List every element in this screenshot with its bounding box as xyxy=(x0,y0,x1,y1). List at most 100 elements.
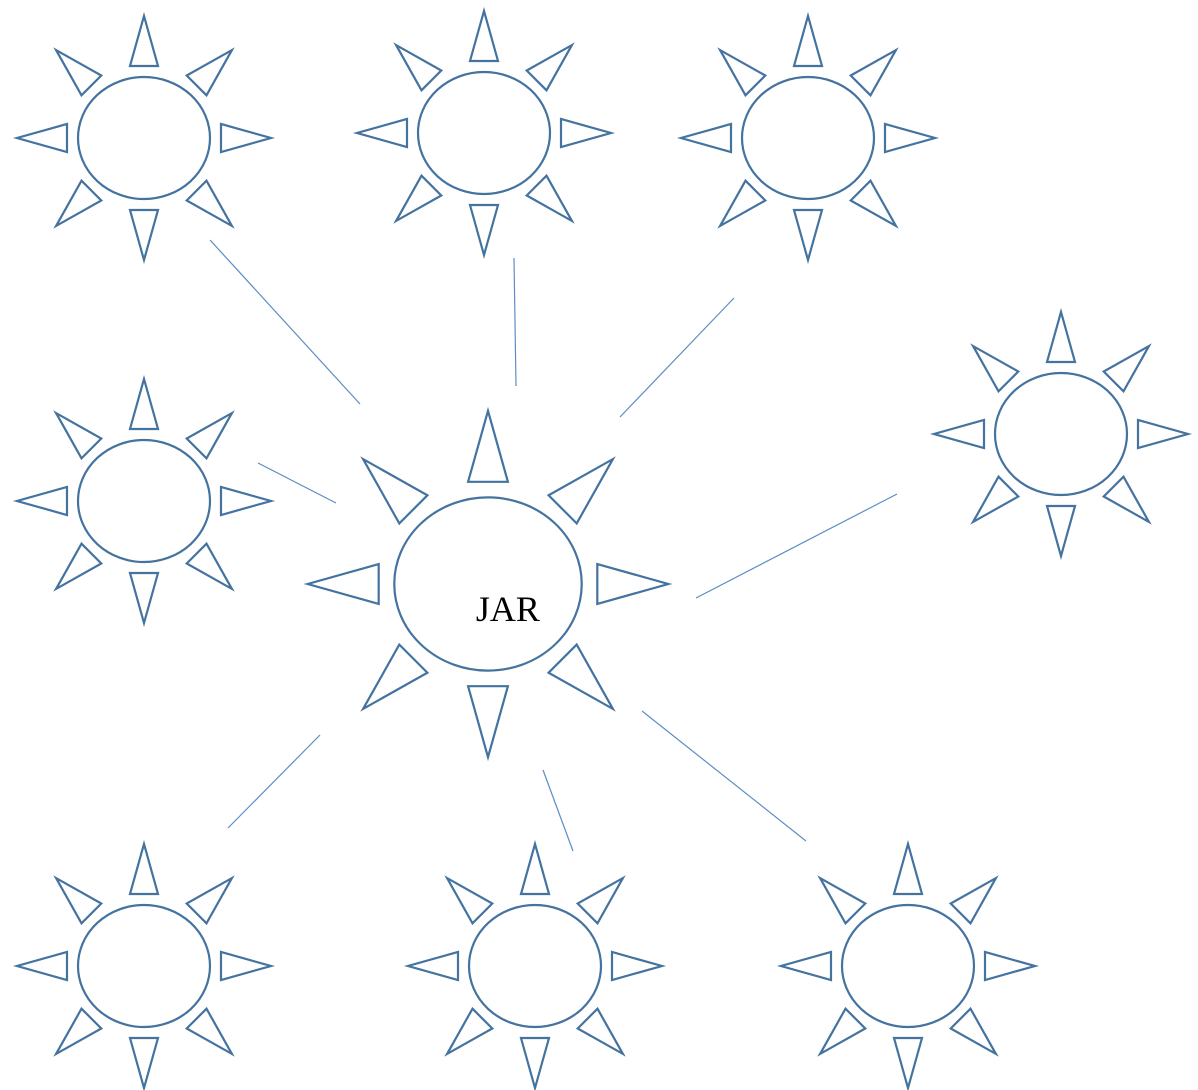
sun-ray xyxy=(128,571,160,628)
sun-ray xyxy=(12,950,69,982)
sun-ray xyxy=(970,474,1021,525)
center-sun-icon: JAR xyxy=(303,406,673,762)
connector-line xyxy=(641,710,807,842)
sun-ray xyxy=(219,485,276,517)
connector-line xyxy=(619,297,735,418)
sun-ray xyxy=(817,875,868,926)
sun-ray xyxy=(184,541,235,592)
sun-ray xyxy=(184,47,235,98)
sun-ray xyxy=(524,42,575,93)
sun-ray xyxy=(776,950,833,982)
sun-ray xyxy=(1101,343,1152,394)
outer-sun-icon xyxy=(403,839,667,1090)
connector-line xyxy=(257,462,337,504)
sun-ray xyxy=(610,950,667,982)
sun-ray xyxy=(559,117,616,149)
connector-line xyxy=(695,493,898,599)
sun-ray xyxy=(466,685,510,762)
sun-ray xyxy=(519,1036,551,1090)
sun-ray xyxy=(219,122,276,154)
sun-ray xyxy=(1101,474,1152,525)
connector-line xyxy=(227,734,321,829)
sun-ray xyxy=(466,406,510,483)
outer-sun-icon xyxy=(12,11,276,265)
sun-ray xyxy=(393,173,444,224)
sun-ray xyxy=(519,839,551,896)
outer-sun-icon xyxy=(12,374,276,628)
sun-ray xyxy=(524,173,575,224)
sun-core xyxy=(467,903,603,1029)
sun-ray xyxy=(12,485,69,517)
sun-nodes: JAR xyxy=(12,6,1193,1090)
sun-ray xyxy=(848,47,899,98)
sun-ray xyxy=(546,642,616,712)
sun-ray xyxy=(128,374,160,431)
sun-ray xyxy=(717,47,768,98)
sun-ray xyxy=(444,1006,495,1057)
connector-line xyxy=(513,257,517,387)
sun-core xyxy=(840,903,976,1029)
sun-ray xyxy=(128,839,160,896)
sun-core xyxy=(416,70,552,196)
sun-ray xyxy=(970,343,1021,394)
sun-ray xyxy=(717,178,768,229)
sun-ray xyxy=(53,875,104,926)
sun-ray xyxy=(53,410,104,461)
sun-ray xyxy=(184,178,235,229)
connector-lines xyxy=(209,239,898,852)
sun-ray xyxy=(1045,307,1077,364)
sun-ray xyxy=(892,839,924,896)
sun-ray xyxy=(468,6,500,63)
sun-ray xyxy=(403,950,460,982)
sun-ray xyxy=(184,1006,235,1057)
sun-ray xyxy=(848,178,899,229)
sun-core xyxy=(76,903,212,1029)
sun-ray xyxy=(360,456,430,526)
sun-ray xyxy=(12,122,69,154)
outer-sun-icon xyxy=(352,6,616,260)
sun-core xyxy=(993,371,1129,497)
sun-core xyxy=(393,496,583,672)
sun-ray xyxy=(883,122,940,154)
sun-ray xyxy=(53,541,104,592)
sun-ray xyxy=(983,950,1040,982)
sun-ray xyxy=(1136,418,1193,450)
outer-sun-icon xyxy=(12,839,276,1090)
connector-line xyxy=(542,769,574,852)
sun-core xyxy=(740,75,876,201)
sun-ray xyxy=(53,178,104,229)
sun-ray xyxy=(352,117,409,149)
sun-ray xyxy=(575,1006,626,1057)
sun-ray xyxy=(128,1036,160,1090)
sun-ray xyxy=(892,1036,924,1090)
sun-ray xyxy=(817,1006,868,1057)
outer-sun-icon xyxy=(776,839,1040,1090)
sun-ray xyxy=(1045,504,1077,561)
sun-ray xyxy=(948,875,999,926)
outer-sun-icon xyxy=(676,11,940,265)
connector-line xyxy=(209,239,361,405)
sun-ray xyxy=(546,456,616,526)
sun-ray xyxy=(575,875,626,926)
sun-ray xyxy=(393,42,444,93)
sun-ray xyxy=(128,11,160,68)
sun-ray xyxy=(468,203,500,260)
sun-ray xyxy=(128,208,160,265)
sun-ray xyxy=(184,875,235,926)
sun-ray xyxy=(596,562,673,606)
sun-ray xyxy=(792,208,824,265)
sun-ray xyxy=(184,410,235,461)
outer-sun-icon xyxy=(929,307,1193,561)
node-label: JAR xyxy=(476,589,540,629)
sun-core xyxy=(76,75,212,201)
sun-ray xyxy=(948,1006,999,1057)
sun-ray xyxy=(929,418,986,450)
sun-ray xyxy=(219,950,276,982)
sun-ray xyxy=(444,875,495,926)
sun-core xyxy=(76,438,212,564)
sun-ray xyxy=(676,122,733,154)
sun-ray xyxy=(53,47,104,98)
sun-ray xyxy=(53,1006,104,1057)
sun-ray xyxy=(792,11,824,68)
